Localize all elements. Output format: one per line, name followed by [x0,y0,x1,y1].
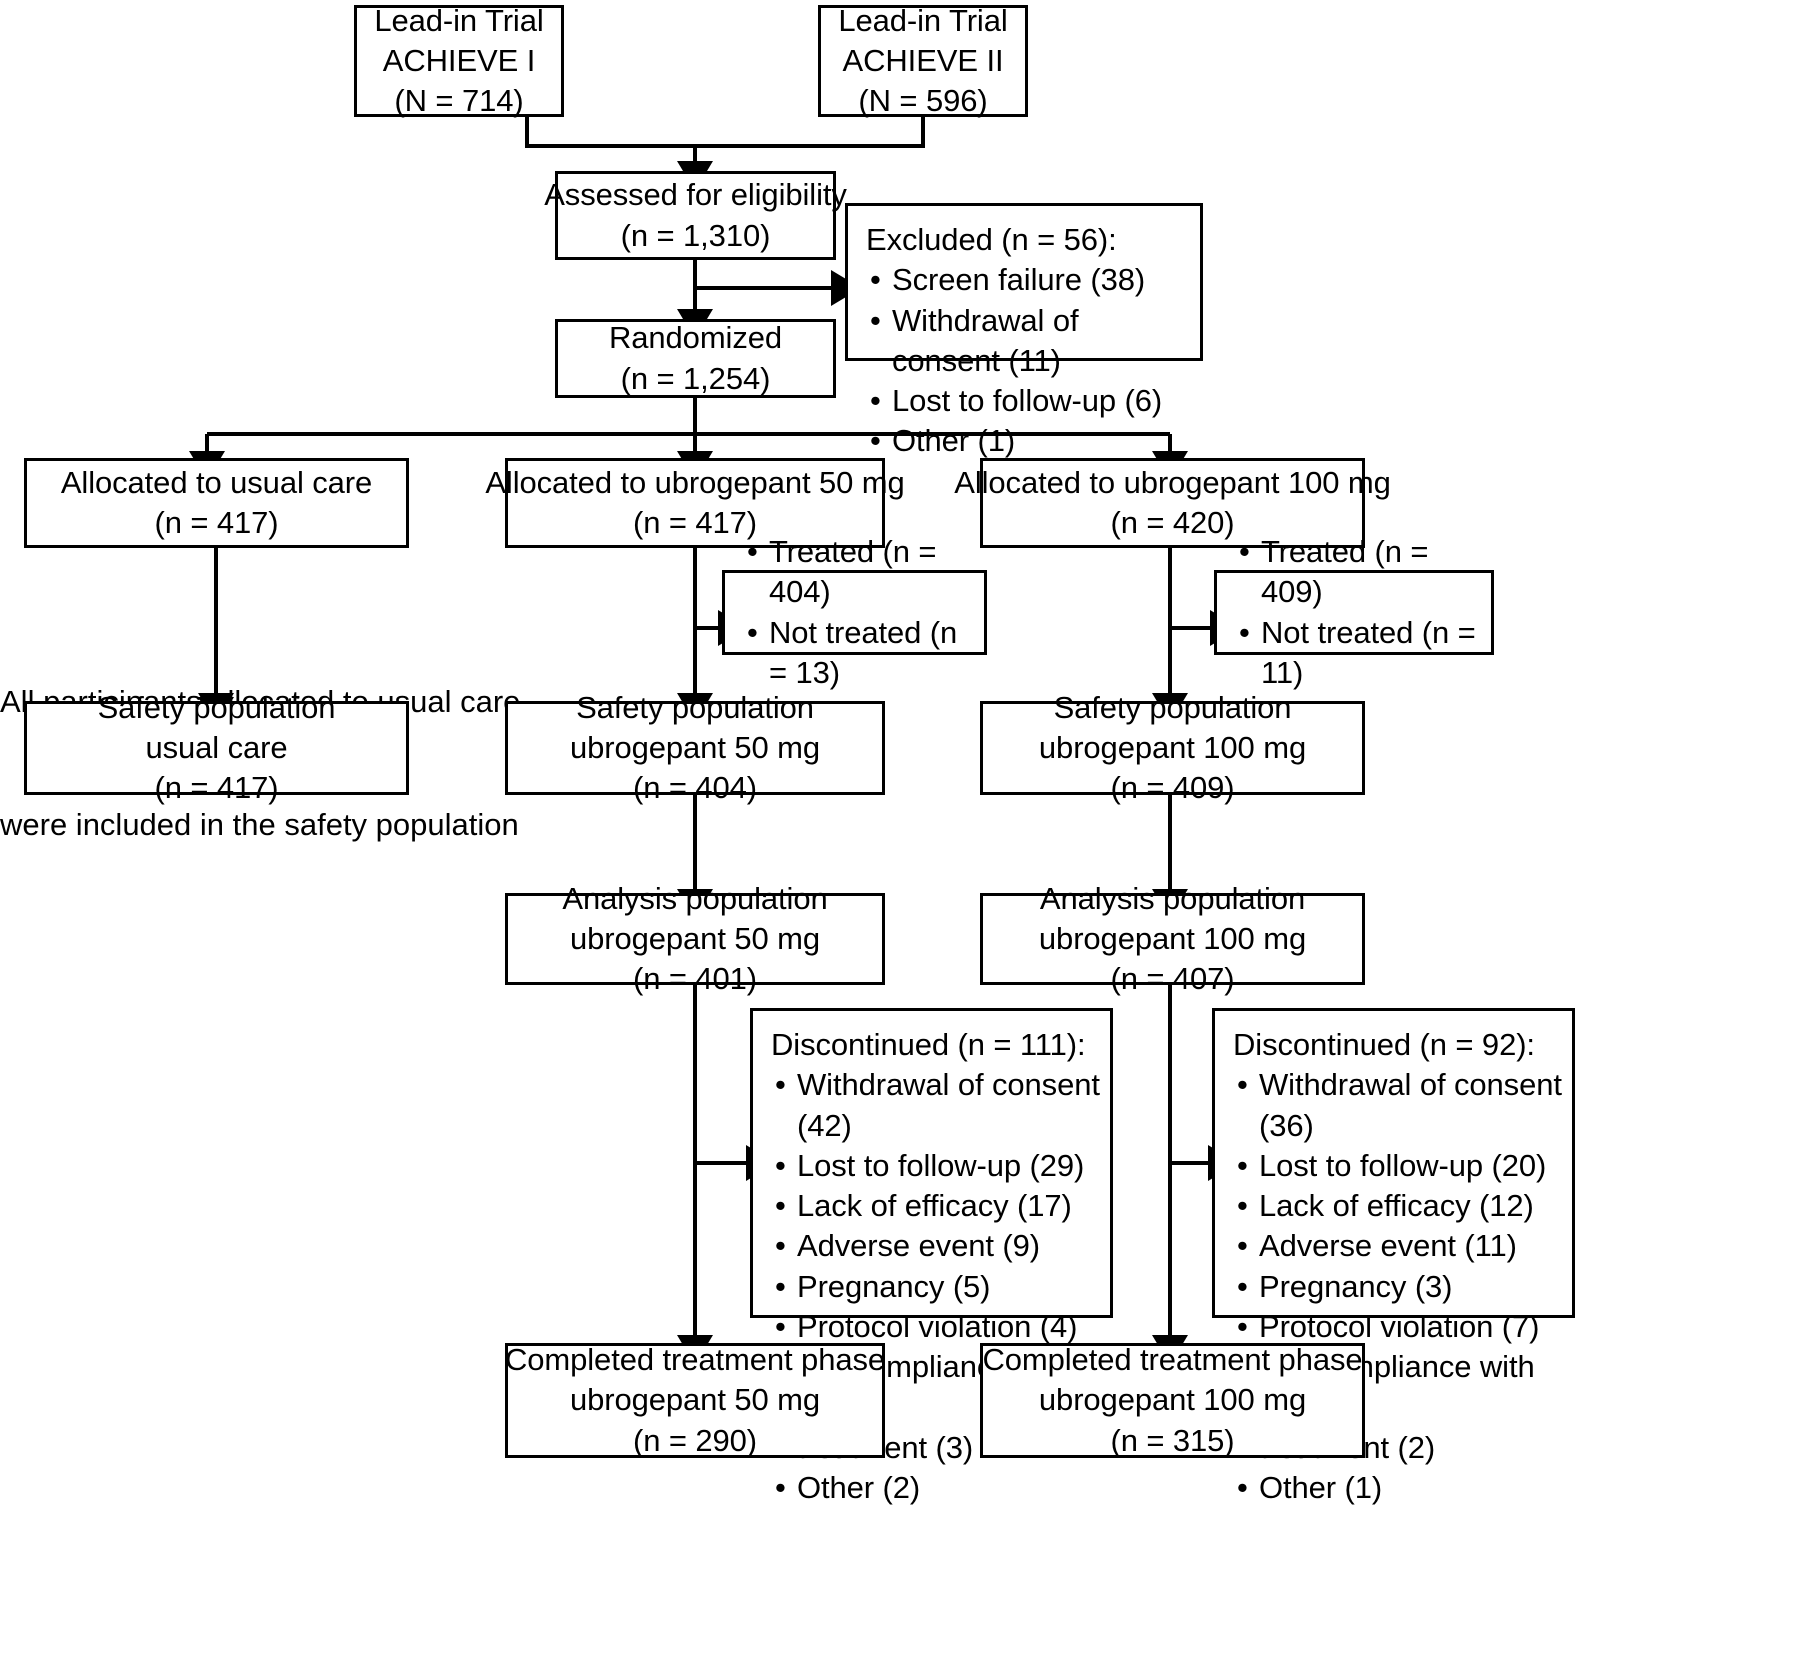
disc-100-item-8: Other (1) [1233,1468,1382,1509]
completed-50-line-3: (n = 290) [632,1422,758,1458]
box-safety-population-usual-care: Safety population usual care (n = 417) [24,690,409,805]
box-allocated-ubrogepant-100: Allocated to ubrogepant 100 mg (n = 420) [954,458,1391,548]
box-analysis-population-ubrogepant-100: Analysis population ubrogepant 100 mg (n… [980,881,1365,996]
excluded-item-4: Other (1) [866,421,1015,462]
safety-50-line-3: (n = 404) [632,770,758,806]
box-completed-treatment-phase-ubrogepant-50: Completed treatment phase ubrogepant 50 … [504,1342,886,1458]
safety-100-line-2: ubrogepant 100 mg [1038,729,1307,765]
safety-100-line-1: Safety population [1053,689,1292,725]
lead-in-2-line-2: ACHIEVE II [842,42,1004,78]
alloc-usual-line-1: Allocated to usual care [60,464,373,500]
box-safety-population-ubrogepant-50: Safety population ubrogepant 50 mg (n = … [505,690,885,805]
disc-100-item-6: Protocol violation (7) [1233,1307,1539,1348]
box-lead-in-trial-achieve-2: Lead-in Trial ACHIEVE II (N = 596) [818,3,1028,118]
disc-50-item-1: Withdrawal of consent (42) [771,1065,1102,1146]
disc-100-header: Discontinued (n = 92): [1233,1027,1535,1062]
analysis-50-line-1: Analysis population [562,880,828,916]
box-discontinued-ubrogepant-50: Discontinued (n = 111): Withdrawal of co… [750,1008,1113,1509]
disc-100-item-1: Withdrawal of consent (36) [1233,1065,1564,1146]
safety-usual-line-2: usual care [145,729,288,765]
disc-50-item-8: Other (2) [771,1468,920,1509]
box-allocated-usual-care: Allocated to usual care (n = 417) [24,458,409,548]
disc-100-item-5: Pregnancy (3) [1233,1267,1452,1308]
lead-in-2-line-3: (N = 596) [858,83,988,119]
completed-100-line-3: (n = 315) [1110,1422,1235,1458]
box-safety-population-ubrogepant-100: Safety population ubrogepant 100 mg (n =… [980,690,1365,805]
safety-usual-line-3: (n = 417) [154,770,279,806]
randomized-line-1: Randomized [608,320,783,356]
completed-50-line-1: Completed treatment phase [504,1342,886,1378]
analysis-100-line-1: Analysis population [1039,880,1306,916]
box-treated-ubrogepant-50: Treated (n = 404) Not treated (n = 13) [722,532,987,690]
box-analysis-population-ubrogepant-50: Analysis population ubrogepant 50 mg (n … [505,881,885,996]
box-completed-treatment-phase-ubrogepant-100: Completed treatment phase ubrogepant 100… [980,1342,1365,1458]
box-lead-in-trial-achieve-1: Lead-in Trial ACHIEVE I (N = 714) [354,3,564,118]
disc-50-header: Discontinued (n = 111): [771,1027,1086,1062]
treated-100-item-2: Not treated (n = 11) [1235,613,1483,694]
box-treated-ubrogepant-100: Treated (n = 409) Not treated (n = 11) [1214,532,1494,690]
analysis-100-line-2: ubrogepant 100 mg [1038,920,1307,956]
excluded-item-1: Screen failure (38) [866,260,1145,301]
assessed-line-2: (n = 1,310) [620,217,771,253]
completed-100-line-2: ubrogepant 100 mg [1038,1382,1307,1418]
safety-usual-line-1: Safety population [97,689,336,725]
treated-100-item-1: Treated (n = 409) [1235,532,1483,613]
disc-50-item-6: Protocol violation (4) [771,1307,1077,1348]
analysis-50-line-3: (n = 401) [632,961,758,997]
safety-50-line-2: ubrogepant 50 mg [569,729,821,765]
alloc-100-line-1: Allocated to ubrogepant 100 mg [954,464,1391,500]
randomized-line-2: (n = 1,254) [620,360,771,396]
usual-care-note-line-2: were included in the safety population [0,806,519,842]
lead-in-1-line-3: (N = 714) [394,83,524,119]
disc-100-item-3: Lack of efficacy (12) [1233,1186,1534,1227]
excluded-item-2: Withdrawal of consent (11) [866,301,1192,382]
analysis-100-line-3: (n = 407) [1110,961,1235,997]
excluded-header: Excluded (n = 56): [866,222,1117,257]
box-discontinued-ubrogepant-100: Discontinued (n = 92): Withdrawal of con… [1212,1008,1575,1509]
lead-in-1-line-1: Lead-in Trial [374,2,544,38]
safety-100-line-3: (n = 409) [1110,770,1235,806]
treated-50-item-1: Treated (n = 404) [743,532,976,613]
lead-in-2-line-1: Lead-in Trial [838,2,1008,38]
lead-in-1-line-2: ACHIEVE I [382,42,536,78]
completed-100-line-1: Completed treatment phase [982,1342,1363,1378]
alloc-50-line-1: Allocated to ubrogepant 50 mg [485,464,905,500]
safety-50-line-1: Safety population [576,689,814,725]
box-assessed-for-eligibility: Assessed for eligibility (n = 1,310) [544,171,847,260]
analysis-50-line-2: ubrogepant 50 mg [569,920,821,956]
alloc-100-line-2: (n = 420) [1110,505,1235,540]
box-excluded: Excluded (n = 56): Screen failure (38) W… [845,203,1203,462]
box-randomized: Randomized (n = 1,254) [555,319,836,398]
completed-50-line-2: ubrogepant 50 mg [569,1382,821,1418]
excluded-item-3: Lost to follow-up (6) [866,381,1162,422]
disc-50-item-3: Lack of efficacy (17) [771,1186,1072,1227]
disc-100-item-4: Adverse event (11) [1233,1226,1517,1267]
assessed-line-1: Assessed for eligibility [544,177,847,213]
disc-50-item-4: Adverse event (9) [771,1226,1040,1267]
disc-50-item-5: Pregnancy (5) [771,1267,990,1308]
disc-50-item-2: Lost to follow-up (29) [771,1146,1084,1187]
disc-100-item-2: Lost to follow-up (20) [1233,1146,1546,1187]
treated-50-item-2: Not treated (n = 13) [743,613,976,694]
alloc-50-line-2: (n = 417) [632,505,758,540]
alloc-usual-line-2: (n = 417) [154,505,279,540]
